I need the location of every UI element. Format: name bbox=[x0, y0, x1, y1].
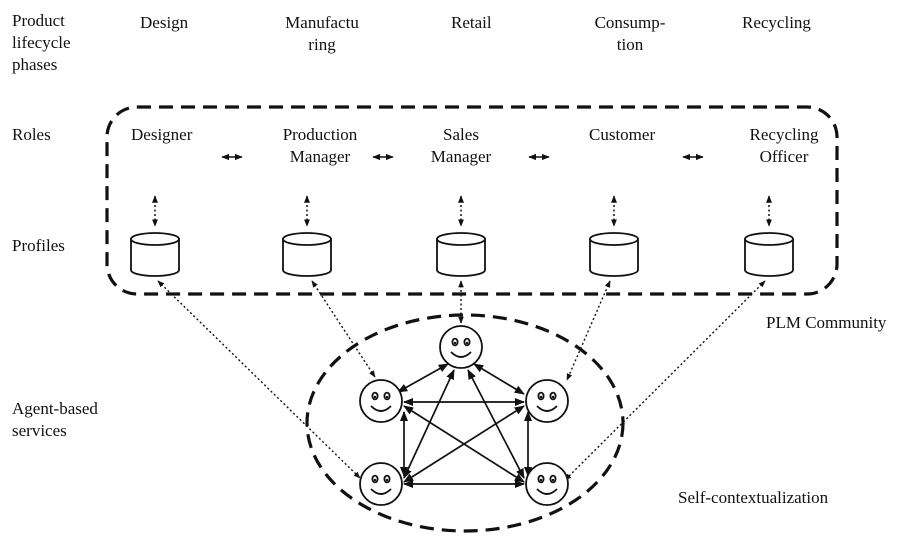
phase-manufacturing: Manufactu ring bbox=[285, 13, 359, 54]
profile-db-recycling bbox=[744, 232, 794, 277]
agents bbox=[359, 325, 569, 506]
edge-agent-1-2 bbox=[397, 363, 449, 393]
profile-db-customer bbox=[589, 232, 639, 277]
profile-agent-link-customer bbox=[566, 280, 611, 381]
profile-agent-link-designer bbox=[157, 280, 361, 479]
phase-recycling: Recycling bbox=[742, 13, 811, 32]
row-label-services: Agent-based services bbox=[12, 399, 98, 440]
agent-smiley-icon bbox=[359, 379, 403, 423]
self-contextualization-label: Self-contextualization bbox=[678, 488, 829, 507]
edge-agent-1-3 bbox=[473, 363, 525, 395]
profile-db-production bbox=[282, 232, 332, 277]
edge-agent-1-4 bbox=[403, 369, 455, 479]
profile-agent-link-production bbox=[311, 280, 376, 378]
profile-db-sales bbox=[436, 232, 486, 277]
row-label-phases: Product lifecycle phases bbox=[12, 11, 71, 74]
profile-agent-link-recycling bbox=[564, 280, 766, 481]
profile-agent-links bbox=[157, 280, 766, 481]
plm-community-label: PLM Community bbox=[766, 313, 887, 332]
role-sales-manager: Sales Manager bbox=[430, 125, 492, 166]
role-designer: Designer bbox=[131, 125, 193, 144]
phase-retail: Retail bbox=[451, 13, 492, 32]
agent-smiley-icon bbox=[525, 462, 569, 506]
agent-smiley-icon bbox=[439, 325, 483, 369]
agent-network-edges bbox=[397, 363, 533, 489]
edge-agent-1-5 bbox=[467, 369, 525, 479]
agent-smiley-icon bbox=[359, 462, 403, 506]
agent-smiley-icon bbox=[525, 379, 569, 423]
role-profile-links bbox=[152, 195, 772, 227]
phase-consumption: Consump- tion bbox=[594, 13, 666, 54]
profile-db-designer bbox=[130, 232, 180, 277]
role-production-manager: Production Manager bbox=[282, 125, 358, 166]
role-customer: Customer bbox=[589, 125, 656, 144]
phase-design: Design bbox=[140, 13, 189, 32]
profiles bbox=[130, 232, 794, 277]
plm-community-boundary bbox=[105, 105, 839, 296]
row-label-profiles: Profiles bbox=[12, 236, 65, 255]
row-label-roles: Roles bbox=[12, 125, 51, 144]
role-recycling-officer: Recycling Officer bbox=[749, 125, 819, 166]
